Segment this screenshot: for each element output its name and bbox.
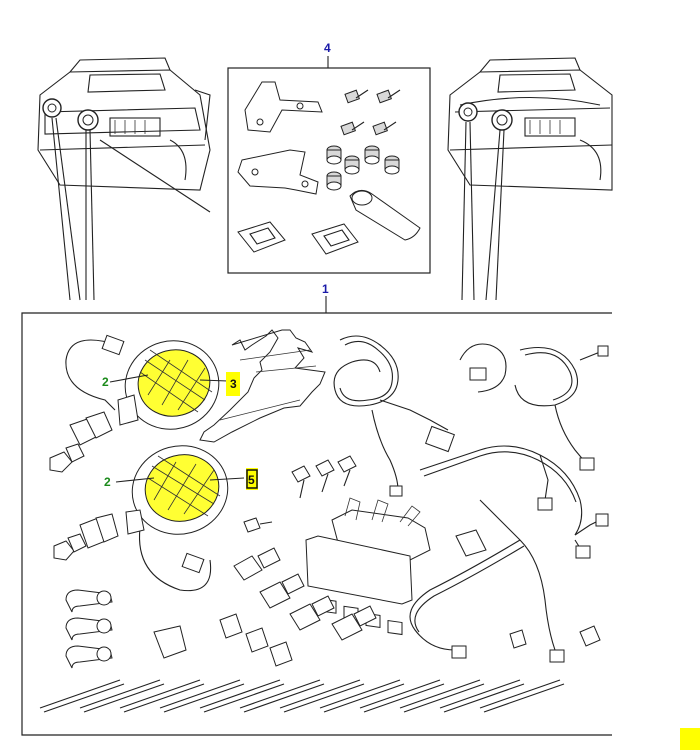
corner-highlight (680, 728, 700, 750)
vehicle-right-illustration (447, 57, 613, 301)
lamp-upper-grille (137, 349, 211, 417)
callout-4: 4 (324, 41, 331, 55)
callout-5: 5 (248, 473, 255, 487)
wiring-harness (333, 335, 609, 663)
vehicle-left-illustration (37, 57, 211, 301)
callout-2-lower: 2 (104, 475, 111, 489)
lamp-mount-bracket (199, 329, 326, 443)
main-kit-box: 1 (21, 282, 612, 736)
callout-3: 3 (230, 377, 237, 391)
screw-kit-box: 4 (227, 41, 431, 274)
cable-ties (39, 679, 565, 713)
callout-3-highlight (226, 372, 240, 396)
lamp-lower-grille (144, 454, 220, 522)
right-fog-lamp-1 (458, 102, 478, 122)
callout-5-highlight (246, 468, 258, 490)
left-fog-lamp-2 (77, 109, 99, 131)
callout-2-upper: 2 (102, 375, 109, 389)
screws-middle (243, 455, 357, 533)
fog-lamp-lower: 2 (104, 445, 245, 592)
small-hardware-left (49, 411, 119, 561)
connectors (153, 529, 487, 667)
fog-lamp-upper: 2 (65, 334, 229, 430)
right-fog-lamp-2 (491, 109, 513, 131)
mounting-clamps (65, 589, 113, 669)
left-fog-lamp-1 (42, 98, 62, 118)
callout-1: 1 (322, 282, 329, 296)
